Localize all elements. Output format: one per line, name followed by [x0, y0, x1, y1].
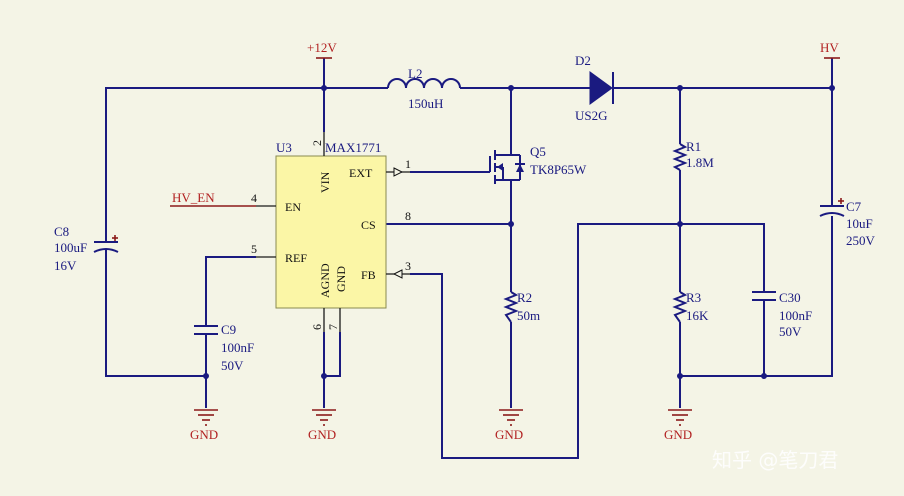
wire-c7-bot [680, 216, 833, 377]
power-port-hv: HV [820, 40, 840, 59]
power-port-12v: +12V [307, 40, 337, 59]
junction [677, 85, 683, 91]
junction [761, 373, 767, 379]
gnd-symbol-ic: GND [308, 409, 336, 442]
q5-ref: Q5 [530, 144, 546, 159]
c9-rating: 50V [221, 358, 244, 373]
junction [677, 373, 683, 379]
ic-ref: U3 [276, 140, 292, 155]
net-label-hv-en-group: HV_EN [172, 190, 215, 205]
mosfet-q5: Q5 TK8P65W [489, 144, 587, 184]
resistor-r1: R1 1.8M [672, 139, 714, 171]
c30-ref: C30 [779, 290, 801, 305]
junction [508, 85, 514, 91]
pin-number-1: 1 [405, 157, 411, 171]
c7-value: 10uF [846, 216, 873, 231]
pin-number-3: 3 [405, 259, 411, 273]
gnd-symbol-r2: GND [495, 409, 523, 442]
gnd-label: GND [190, 427, 218, 442]
junction [321, 85, 327, 91]
pin-number-4: 4 [251, 191, 257, 205]
pin-label-ref: REF [285, 251, 307, 265]
wire-top-left [105, 87, 388, 242]
q5-value: TK8P65W [530, 162, 587, 177]
r3-ref: R3 [686, 290, 701, 305]
gnd-symbol-r3: GND [664, 409, 692, 442]
wire-gnd7 [324, 332, 341, 377]
pin-label-fb: FB [361, 268, 376, 282]
junction [677, 221, 683, 227]
c8-value: 100uF [54, 240, 87, 255]
r1-ref: R1 [686, 139, 701, 154]
net-label-hv: HV [820, 40, 839, 55]
wire-c8-gnd [105, 250, 206, 377]
pin-number-6: 6 [310, 324, 324, 330]
c8-rating: 16V [54, 258, 77, 273]
diode-d2: D2 US2G [575, 53, 614, 123]
pin-label-vin: VIN [318, 171, 332, 193]
r3-value: 16K [686, 308, 709, 323]
capacitor-c9: C9 100nF 50V [194, 322, 254, 373]
pin-number-5: 5 [251, 242, 257, 256]
r2-ref: R2 [517, 290, 532, 305]
r1-value: 1.8M [686, 155, 714, 170]
watermark-text: 知乎 @笔刀君 [712, 448, 838, 472]
capacitor-c30: C30 100nF 50V [752, 290, 812, 339]
d2-ref: D2 [575, 53, 591, 68]
wire-c30-top [680, 223, 765, 292]
inductor-l2: L2 150uH [387, 66, 462, 111]
c9-ref: C9 [221, 322, 236, 337]
resistor-r2: R2 50m [503, 290, 540, 323]
junction [203, 373, 209, 379]
wires [105, 58, 833, 459]
pin-number-2: 2 [310, 140, 324, 146]
c9-value: 100nF [221, 340, 254, 355]
junction [829, 85, 835, 91]
pin-label-cs: CS [361, 218, 376, 232]
d2-value: US2G [575, 108, 608, 123]
c7-rating: 250V [846, 233, 876, 248]
wire-fb [410, 223, 680, 459]
pin-label-agnd: AGND [318, 263, 332, 298]
net-label-12v: +12V [307, 40, 337, 55]
gnd-label: GND [495, 427, 523, 442]
c30-value: 100nF [779, 308, 812, 323]
c30-rating: 50V [779, 324, 802, 339]
pin-number-7: 7 [326, 324, 340, 330]
capacitor-c8: C8 100uF 16V [54, 224, 119, 273]
l2-value: 150uH [408, 96, 443, 111]
pin-number-8: 8 [405, 209, 411, 223]
capacitor-c7: C7 10uF 250V [819, 198, 876, 248]
l2-ref: L2 [408, 66, 422, 81]
ic-body [275, 155, 387, 309]
pin-label-en: EN [285, 200, 301, 214]
junction [321, 373, 327, 379]
junctions [203, 85, 835, 379]
c8-ref: C8 [54, 224, 69, 239]
pin-label-gnd: GND [334, 266, 348, 292]
r2-value: 50m [517, 308, 540, 323]
net-label-hv-en: HV_EN [172, 190, 215, 205]
ic-part: MAX1771 [325, 140, 381, 155]
ic-u3: U3 MAX1771 EN REF EXT CS FB VIN AGND GND… [251, 132, 411, 332]
gnd-symbol-c9: GND [190, 409, 218, 442]
c7-ref: C7 [846, 199, 862, 214]
gnd-label: GND [308, 427, 336, 442]
gnd-label: GND [664, 427, 692, 442]
pin-label-ext: EXT [349, 166, 373, 180]
wire-ref [205, 256, 256, 326]
junction [508, 221, 514, 227]
resistor-r3: R3 16K [672, 290, 709, 323]
